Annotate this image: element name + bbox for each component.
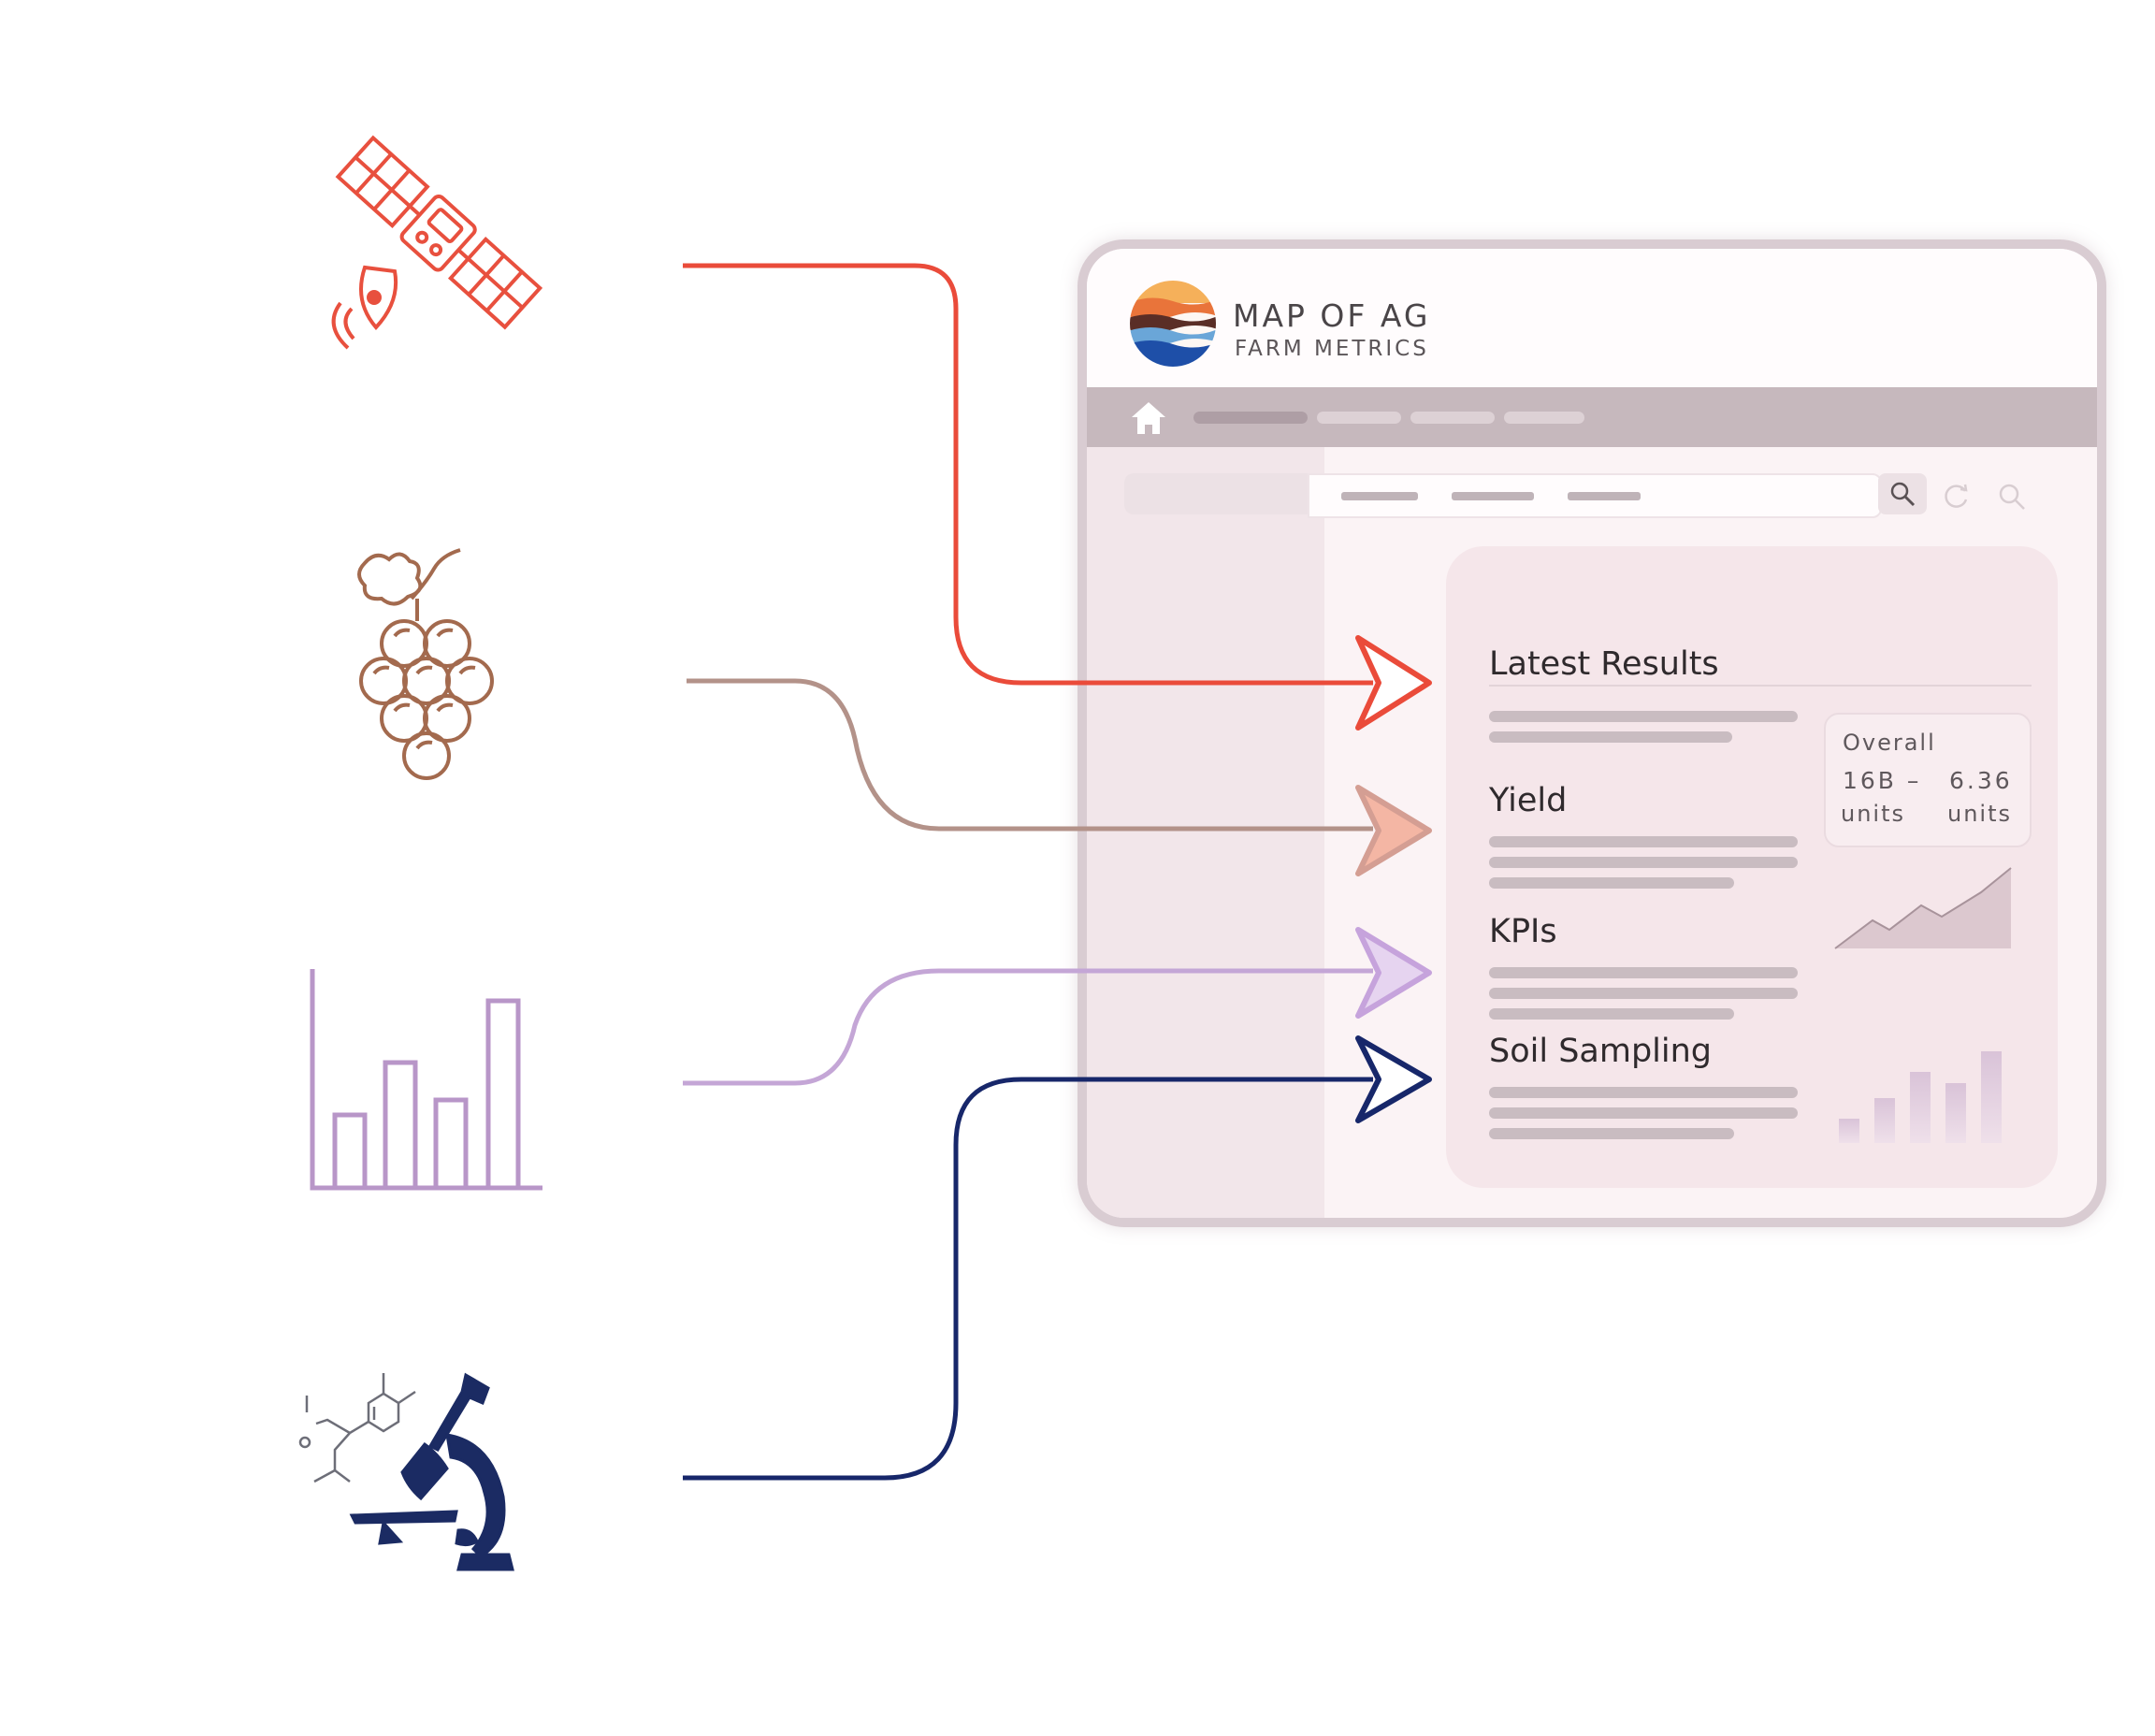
section-title-latest-results: Latest Results — [1489, 645, 1719, 683]
text-line — [1489, 1107, 1798, 1119]
summary-value-1: 16B – — [1843, 767, 1922, 794]
microscope-icon — [298, 1372, 514, 1571]
summary-unit-1: units — [1841, 801, 1906, 827]
summary-label: Overall — [1843, 730, 1936, 756]
app-title: MAP OF AG — [1233, 297, 1431, 334]
section-title-soil-sampling: Soil Sampling — [1489, 1033, 1713, 1070]
satellite-icon — [331, 135, 543, 350]
text-line — [1489, 967, 1798, 978]
app-window: MAP OF AG FARM METRICS Latest Results — [1078, 239, 2106, 1227]
nav-link-3[interactable] — [1410, 412, 1495, 424]
search-placeholder-1 — [1341, 492, 1418, 500]
overall-summary-card: Overall 16B – 6.36 units units — [1824, 713, 2032, 847]
nav-link-4[interactable] — [1504, 412, 1584, 424]
nav-bar — [1087, 387, 2097, 447]
section-title-yield: Yield — [1489, 782, 1568, 819]
refresh-icon[interactable] — [1940, 481, 1972, 513]
search-placeholder-3 — [1568, 492, 1641, 500]
mini-bar-chart — [1839, 1040, 2017, 1143]
mini-bar — [1839, 1119, 1859, 1143]
search-placeholder-2 — [1452, 492, 1534, 500]
text-line — [1489, 836, 1798, 847]
search-button[interactable] — [1878, 473, 1927, 514]
text-line — [1489, 711, 1798, 722]
text-line — [1489, 857, 1798, 868]
text-line — [1489, 1008, 1734, 1020]
mini-bar — [1981, 1051, 2002, 1143]
search-scope[interactable] — [1124, 473, 1308, 514]
home-icon[interactable] — [1128, 397, 1169, 438]
area-sparkline — [1834, 867, 2012, 949]
text-line — [1489, 731, 1732, 743]
text-line — [1489, 1128, 1734, 1139]
search-icon — [1890, 482, 1916, 507]
nav-link-1[interactable] — [1193, 412, 1308, 424]
sidebar — [1087, 447, 1324, 1218]
results-panel: Latest Results Yield KPIs Soil Sampling … — [1446, 546, 2058, 1188]
section-divider — [1489, 685, 2032, 687]
mini-bar — [1910, 1072, 1931, 1143]
search-input[interactable] — [1308, 473, 1882, 518]
mini-bar — [1945, 1083, 1966, 1143]
text-line — [1489, 988, 1798, 999]
app-subtitle: FARM METRICS — [1235, 337, 1429, 361]
summary-unit-2: units — [1947, 801, 2013, 827]
text-line — [1489, 1087, 1798, 1098]
text-line — [1489, 877, 1734, 889]
grapes-icon — [357, 548, 494, 780]
zoom-icon[interactable] — [1996, 481, 2028, 513]
section-title-kpis: KPIs — [1489, 913, 1557, 950]
nav-link-2[interactable] — [1317, 412, 1401, 424]
summary-value-2: 6.36 — [1949, 767, 2013, 794]
app-header: MAP OF AG FARM METRICS — [1087, 249, 2097, 387]
bar-chart-icon — [310, 969, 542, 1191]
logo-mark — [1130, 281, 1216, 367]
mini-bar — [1874, 1098, 1895, 1143]
